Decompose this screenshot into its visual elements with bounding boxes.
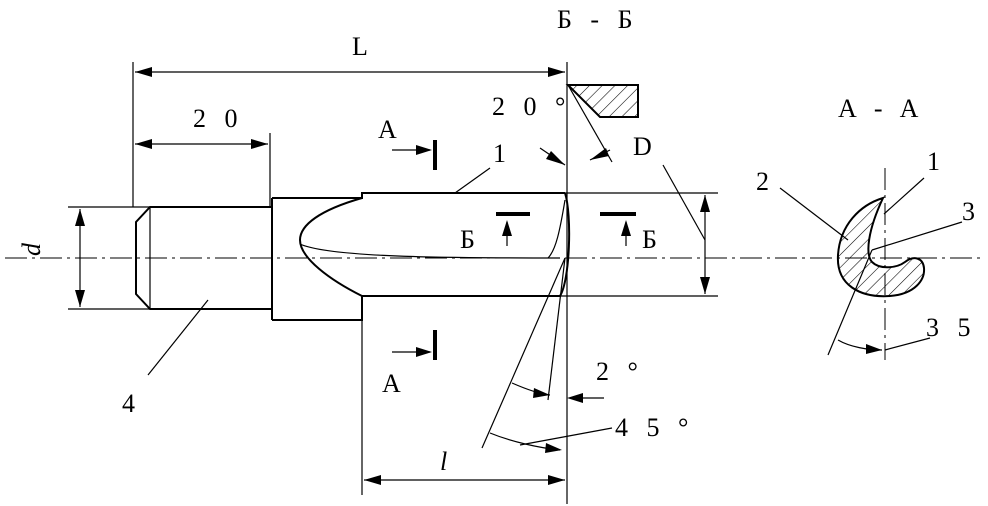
callout-1-main-group: 1 — [454, 139, 506, 194]
label-angle-35: 3 5 ° — [926, 313, 988, 342]
dimension-d: d — [17, 206, 150, 310]
title-aa: A - A — [838, 94, 924, 123]
section-a-top: A — [378, 115, 437, 170]
section-aa-view: A - A 3 5 ° 2 1 3 — [756, 94, 988, 360]
callout-1-aa: 1 — [927, 147, 940, 176]
callout-2: 2 — [756, 167, 769, 196]
label-a-top: A — [378, 115, 397, 144]
dimension-D: D — [560, 132, 718, 297]
label-20: 2 0 — [193, 104, 244, 133]
angle-construction: 2 ° 4 5 ° — [481, 257, 694, 453]
label-b-right: Б — [642, 225, 657, 254]
label-D: D — [633, 132, 652, 161]
label-angle-20: 2 0 ° — [492, 92, 571, 121]
section-b-left: Б — [460, 212, 530, 254]
label-angle-45: 4 5 ° — [615, 413, 694, 442]
label-angle-2: 2 ° — [596, 357, 644, 386]
callout-4: 4 — [122, 389, 135, 418]
callout-1-main: 1 — [493, 139, 506, 168]
dimension-l: l — [361, 320, 565, 495]
section-a-bottom: A — [382, 330, 437, 398]
title-bb: Б - Б — [557, 5, 639, 34]
tool-body — [135, 192, 571, 321]
label-b-left: Б — [460, 225, 475, 254]
dimension-20: 2 0 — [135, 104, 271, 207]
callout-4-group: 4 — [122, 299, 209, 418]
label-L: L — [352, 32, 368, 61]
label-a-bottom: A — [382, 369, 401, 398]
section-b-right: Б — [600, 212, 657, 254]
dimension-L: L — [132, 32, 568, 504]
callout-3: 3 — [962, 197, 975, 226]
section-bb-view: Б - Б 2 0 ° — [492, 5, 639, 166]
label-l: l — [440, 447, 447, 476]
label-d: d — [17, 242, 46, 256]
